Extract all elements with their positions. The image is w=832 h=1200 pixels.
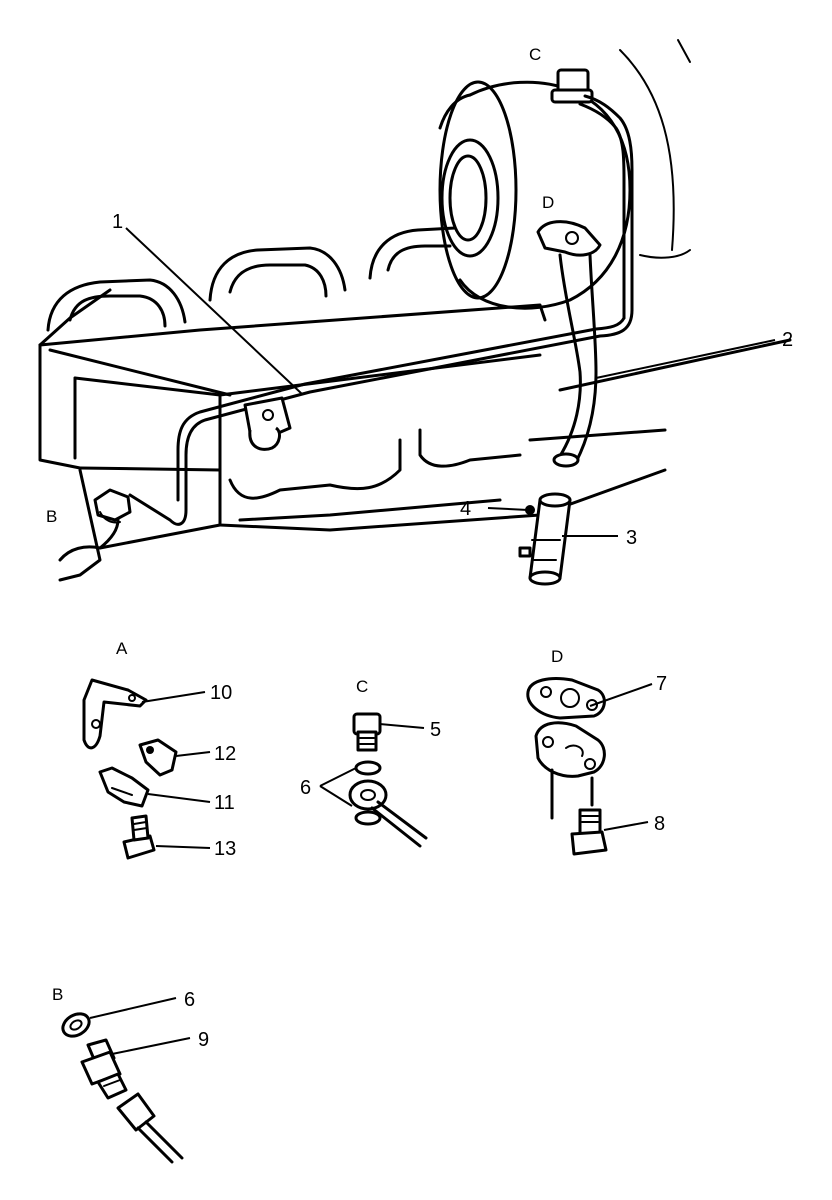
oil-feed-pipe — [128, 308, 634, 526]
callout-4: 4 — [460, 498, 471, 520]
turbocharger — [438, 39, 691, 320]
callout-5: 5 — [430, 719, 441, 741]
callout-3: 3 — [626, 527, 637, 549]
detail-b — [61, 1012, 184, 1164]
callout-8: 8 — [654, 813, 665, 835]
callout-6-b: 6 — [184, 989, 195, 1011]
callout-9: 9 — [198, 1029, 209, 1051]
pipe-clamp-a — [243, 396, 292, 451]
section-labels: B C D A C D B — [46, 45, 563, 1004]
section-label-c-main: C — [529, 45, 541, 64]
callout-11: 11 — [214, 792, 235, 814]
callout-13: 13 — [214, 838, 236, 860]
callout-6-c: 6 — [300, 777, 311, 799]
callout-1: 1 — [112, 211, 123, 233]
leader-lines — [89, 227, 776, 1055]
section-label-c-detail: C — [356, 677, 368, 696]
section-label-a-detail: A — [116, 639, 128, 658]
section-label-b-detail: B — [52, 985, 63, 1004]
callout-2: 2 — [782, 329, 793, 351]
detail-c — [348, 712, 428, 848]
detail-a — [82, 678, 178, 860]
callout-7: 7 — [656, 673, 667, 695]
drain-hose — [518, 492, 572, 586]
section-label-d-detail: D — [551, 647, 563, 666]
oil-drain-pipe — [536, 220, 602, 468]
section-label-d-main: D — [542, 193, 554, 212]
fitting-b — [93, 488, 132, 524]
callout-12: 12 — [214, 743, 236, 765]
section-label-b-main: B — [46, 507, 57, 526]
callout-labels: 1 2 3 4 5 6 7 8 9 10 11 12 13 6 — [112, 211, 793, 1051]
engine-assembly — [38, 226, 792, 582]
callout-10: 10 — [210, 682, 232, 704]
hose-clamp — [525, 505, 535, 515]
detail-d — [526, 677, 608, 856]
